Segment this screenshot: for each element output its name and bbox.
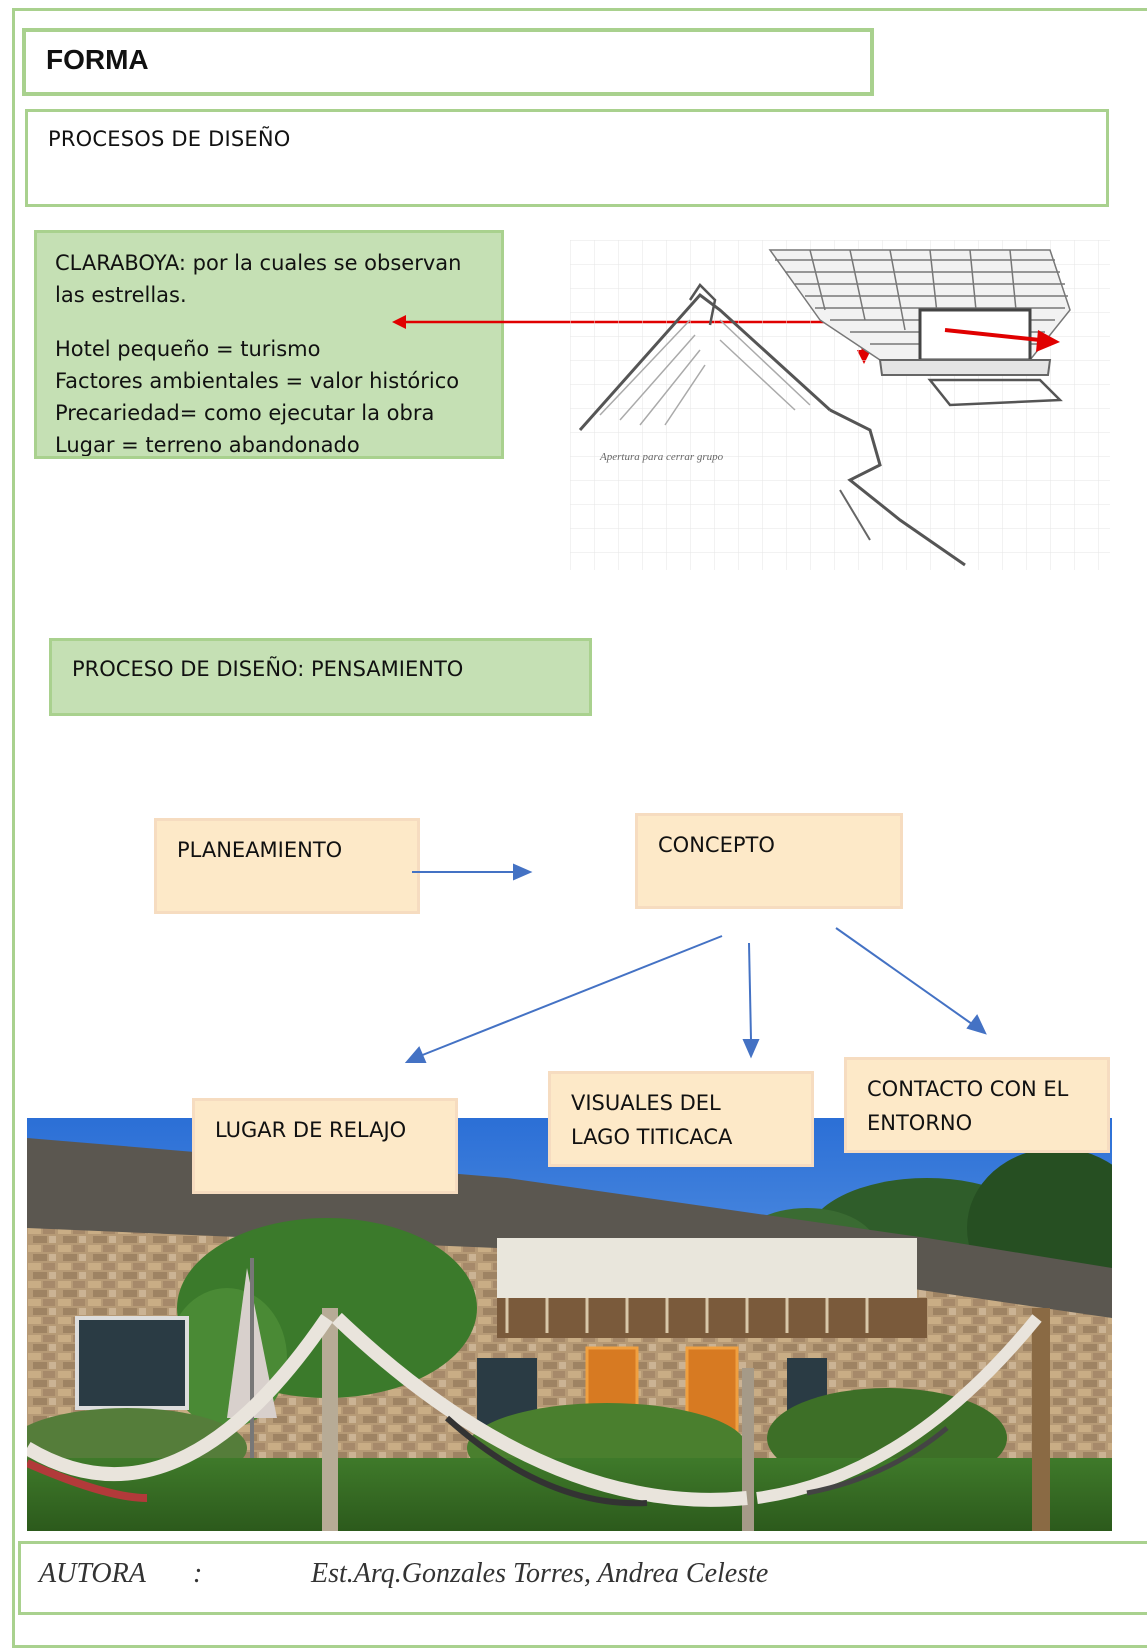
footer-author-box: AUTORA : Est.Arq.Gonzales Torres, Andrea…	[18, 1541, 1147, 1615]
author-separator: :	[193, 1558, 203, 1589]
note-line: Hotel pequeño = turismo	[55, 337, 321, 361]
title-box: FORMA	[22, 28, 874, 96]
subtitle-box: PROCESOS DE DISEÑO	[25, 109, 1109, 207]
lugar-relajo-label: LUGAR DE RELAJO	[215, 1118, 407, 1142]
note-line: Precariedad= como ejecutar la obra	[55, 401, 435, 425]
planeamiento-box: PLANEAMIENTO	[154, 818, 420, 914]
page-title: FORMA	[46, 44, 149, 75]
arrow-head	[742, 1039, 760, 1059]
section-subtitle: PROCESOS DE DISEÑO	[48, 127, 291, 151]
skylight-sketch: Apertura para cerrar grupo	[570, 240, 1110, 570]
thinking-title-box: PROCESO DE DISEÑO: PENSAMIENTO	[49, 638, 592, 716]
concepto-box: CONCEPTO	[635, 813, 903, 909]
lugar-relajo-box: LUGAR DE RELAJO	[192, 1098, 458, 1194]
arrow-head	[404, 1046, 427, 1063]
note-line: Factores ambientales = valor histórico	[55, 369, 460, 393]
arrow-head	[513, 863, 533, 881]
claraboya-note: CLARABOYA: por la cuales se observan las…	[34, 230, 504, 459]
concepto-label: CONCEPTO	[658, 833, 775, 857]
flow-arrows	[404, 863, 987, 1063]
contacto-line: ENTORNO	[867, 1111, 973, 1135]
thinking-title: PROCESO DE DISEÑO: PENSAMIENTO	[72, 657, 464, 681]
planeamiento-label: PLANEAMIENTO	[177, 838, 343, 862]
author-label: AUTORA	[39, 1558, 146, 1589]
contacto-line: CONTACTO CON EL	[867, 1077, 1069, 1101]
note-line: Lugar = terreno abandonado	[55, 433, 360, 457]
visuales-line: VISUALES DEL	[571, 1091, 721, 1115]
sketch-caption: Apertura para cerrar grupo	[599, 451, 724, 463]
contacto-box: CONTACTO CON EL ENTORNO	[844, 1057, 1110, 1153]
visuales-line: LAGO TITICACA	[571, 1125, 733, 1149]
author-name: Est.Arq.Gonzales Torres, Andrea Celeste	[311, 1558, 769, 1589]
note-line: CLARABOYA: por la cuales se observan	[55, 251, 462, 275]
hotel-photo	[27, 1118, 1112, 1531]
note-line: las estrellas.	[55, 283, 187, 307]
arrow-head	[966, 1014, 987, 1035]
visuales-box: VISUALES DEL LAGO TITICACA	[548, 1071, 814, 1167]
